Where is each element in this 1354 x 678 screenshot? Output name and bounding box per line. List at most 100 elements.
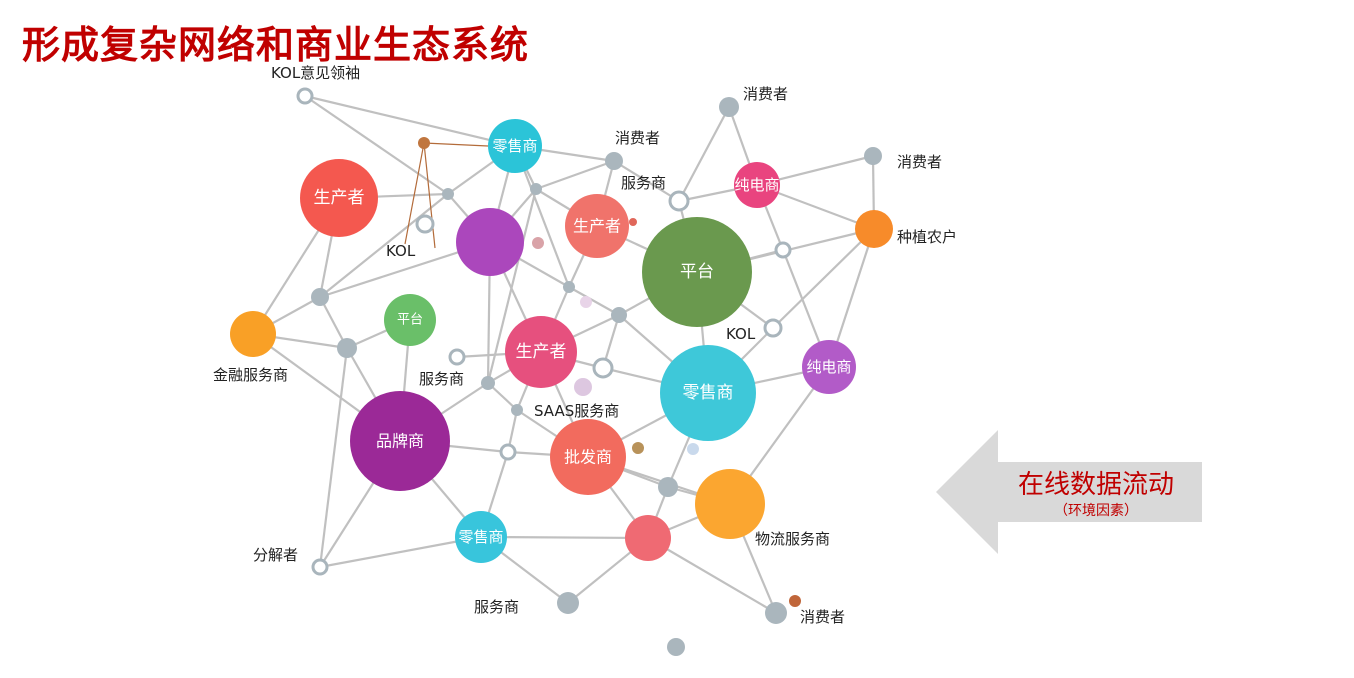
node-caption-consumer_c: 消费者	[897, 153, 942, 171]
network-edge	[480, 535, 649, 540]
entity-node-producer2: 生产者	[565, 194, 629, 258]
hollow-node	[668, 190, 690, 212]
accent-dot	[687, 443, 699, 455]
entity-node-circle	[565, 194, 629, 258]
entity-node-circle	[802, 340, 856, 394]
hub-node	[719, 97, 739, 117]
entity-node-circle	[505, 316, 577, 388]
entity-node-label: 生产者	[314, 188, 365, 208]
hub-node	[605, 152, 623, 170]
hollow-node	[296, 87, 314, 105]
accent-dot	[629, 218, 637, 226]
hub-node	[530, 183, 542, 195]
node-caption-saas: SAAS服务商	[534, 402, 619, 420]
hollow-node	[592, 357, 614, 379]
entity-node-label: 生产者	[516, 342, 567, 362]
network-edge	[772, 228, 875, 329]
node-caption-service_b: 服务商	[419, 370, 464, 388]
accent-dot	[574, 378, 592, 396]
hub-node	[864, 147, 882, 165]
entity-node-logistics	[695, 469, 765, 539]
entity-node-platform2: 平台	[384, 294, 436, 346]
annotation-stroke	[404, 142, 425, 245]
accent-dot	[532, 237, 544, 249]
entity-node-label: 零售商	[492, 137, 537, 155]
slide-title: 形成复杂网络和商业生态系统	[22, 23, 530, 67]
entity-node-label: 平台	[397, 313, 423, 328]
network-edge	[647, 537, 777, 614]
node-caption-consumer_a: 消费者	[743, 85, 788, 103]
hub-node	[481, 376, 495, 390]
data-flow-title: 在线数据流动	[1017, 470, 1174, 500]
hollow-node	[774, 241, 792, 259]
hub-node	[563, 281, 575, 293]
hollow-node	[448, 348, 466, 366]
accent-dot	[580, 296, 592, 308]
annotation-stroke	[423, 142, 436, 249]
network-edge	[678, 106, 730, 202]
entity-node-label: 批发商	[564, 448, 612, 467]
annotation-stroke	[423, 142, 489, 147]
entity-node-circle	[455, 511, 507, 563]
hub-node	[765, 602, 787, 624]
entity-node-circle	[384, 294, 436, 346]
entity-node-retail2: 零售商	[660, 345, 756, 441]
annotation-layer	[404, 142, 489, 249]
entity-node-retail1: 零售商	[488, 119, 542, 173]
node-caption-consumer_d: 消费者	[800, 608, 845, 626]
entity-node-label: 纯电商	[734, 176, 779, 194]
hollow-node	[311, 558, 329, 576]
entity-node-label: 品牌商	[376, 432, 424, 451]
network-edge	[304, 95, 449, 195]
network-edge	[613, 160, 680, 202]
hollow-node	[763, 318, 783, 338]
node-caption-consumer_b: 消费者	[615, 129, 660, 147]
accent-dot	[789, 595, 801, 607]
hub-node	[611, 307, 627, 323]
data-flow-callout: 在线数据流动 （环境因素）	[936, 430, 1206, 554]
network-edge	[486, 188, 538, 384]
entity-node-circle	[230, 311, 276, 357]
hub-node	[667, 638, 685, 656]
entity-node-circle	[660, 345, 756, 441]
node-caption-kol_leader: KOL意见领袖	[271, 64, 360, 82]
external-label-layer: KOL意见领袖消费者消费者消费者服务商KOL种植农户KOL金融服务商服务商SAA…	[213, 64, 957, 626]
hub-node	[311, 288, 329, 306]
hollow-node	[415, 214, 435, 234]
entity-node-farmer	[855, 210, 893, 248]
entity-node-brand: 品牌商	[350, 391, 450, 491]
entity-node-circle	[550, 419, 626, 495]
node-caption-kol_a: KOL	[386, 242, 416, 260]
entity-node-label: 平台	[680, 262, 714, 282]
left-arrow-icon	[936, 430, 1202, 554]
node-caption-finance_label: 金融服务商	[213, 366, 288, 384]
entity-node-circle	[350, 391, 450, 491]
hub-node	[658, 477, 678, 497]
entity-node-circle	[642, 217, 752, 327]
entity-node-purple1	[456, 208, 524, 276]
hub-node	[337, 338, 357, 358]
entity-node-circle	[456, 208, 524, 276]
data-flow-subtitle: （环境因素）	[1054, 503, 1138, 519]
entity-node-circle	[695, 469, 765, 539]
hub-node	[511, 404, 523, 416]
network-edge	[319, 535, 482, 569]
hollow-node	[499, 443, 517, 461]
hub-node	[557, 592, 579, 614]
network-edge	[304, 94, 516, 148]
node-caption-kol_b: KOL	[726, 325, 756, 343]
entity-node-circle	[625, 515, 671, 561]
network-edge	[535, 159, 615, 191]
node-caption-logistics_label: 物流服务商	[755, 530, 830, 548]
entity-node-finance	[230, 311, 276, 357]
entity-node-circle	[855, 210, 893, 248]
hub-node	[442, 188, 454, 200]
entity-node-retail3: 零售商	[455, 511, 507, 563]
entity-node-pure_ecom2: 纯电商	[802, 340, 856, 394]
network-edge	[318, 347, 349, 568]
entity-node-circle	[734, 162, 780, 208]
accent-dot	[632, 442, 644, 454]
